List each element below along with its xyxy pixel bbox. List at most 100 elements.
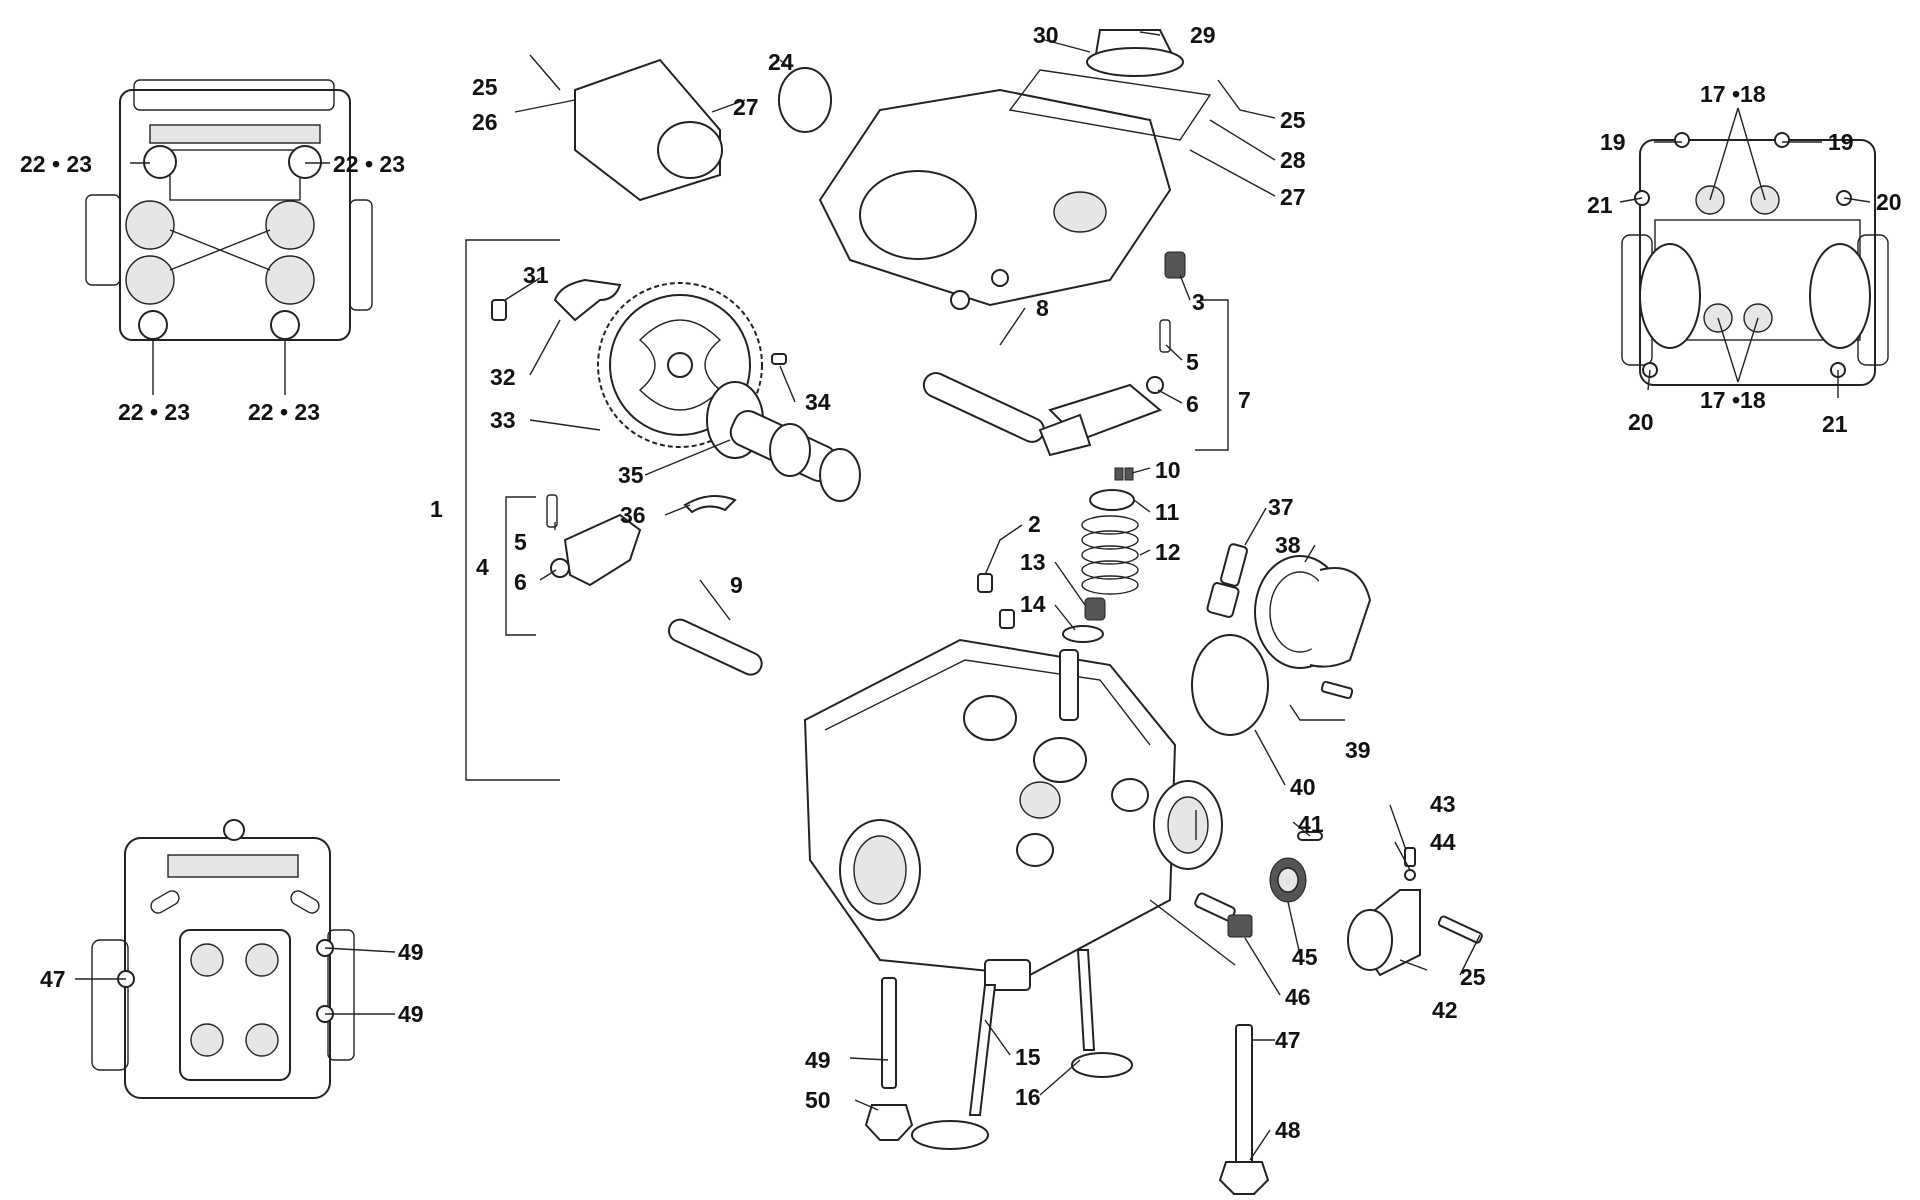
callout-25b: 25: [1280, 107, 1306, 133]
callout-28: 28: [1280, 147, 1306, 173]
sealing-washer: [1404, 869, 1416, 881]
callout-39: 39: [1345, 737, 1371, 763]
callout-45: 45: [1292, 944, 1318, 970]
tensioner-bolt: [1404, 847, 1416, 867]
callout-19b: 19: [1828, 129, 1854, 155]
callout-27a: 27: [733, 94, 759, 120]
callout-49c: 49: [805, 1047, 831, 1073]
callout-48: 48: [1275, 1117, 1301, 1143]
callout-21a: 21: [1587, 192, 1613, 218]
valve-guide: [1059, 649, 1079, 721]
callout-46: 46: [1285, 984, 1311, 1010]
callout-20a: 20: [1876, 189, 1902, 215]
intake-boot: [1254, 555, 1372, 669]
callout-37: 37: [1268, 494, 1294, 520]
rocker-shaft-intake: [667, 618, 763, 676]
temp-sender: [1194, 892, 1253, 938]
callout-6b: 6: [1186, 391, 1199, 417]
flange-nut-long: [1218, 1161, 1270, 1195]
callout-11: 11: [1155, 499, 1180, 525]
thermostat: [1269, 857, 1307, 903]
callout-14: 14: [1020, 591, 1046, 617]
callout-49b: 49: [398, 1001, 424, 1027]
valve-seal: [1084, 597, 1106, 621]
callout-15: 15: [1015, 1044, 1041, 1070]
callout-34: 34: [805, 389, 831, 415]
valve-spring: [1081, 515, 1139, 595]
callout-24: 24: [768, 49, 794, 75]
callout-9: 9: [730, 572, 743, 598]
callout-49a: 49: [398, 939, 424, 965]
dowel: [977, 573, 993, 593]
breather-cap: [1008, 29, 1212, 141]
dowel-2: [999, 609, 1015, 629]
callout-32: 32: [490, 364, 516, 390]
callout-47b: 47: [1275, 1027, 1301, 1053]
callout-26: 26: [472, 109, 498, 135]
cylinder-head: [803, 638, 1223, 991]
callout-50: 50: [805, 1087, 831, 1113]
timing-cover: [574, 58, 723, 202]
inset-head-bottom-view: [1621, 132, 1889, 386]
spark-plug: [1206, 543, 1248, 618]
callout-43: 43: [1430, 791, 1456, 817]
callout-17-18-bottom: 17 •18: [1700, 387, 1766, 413]
callout-40: 40: [1290, 774, 1316, 800]
callout-41: 41: [1298, 811, 1324, 837]
plug: [1164, 251, 1186, 279]
callout-1: 1: [430, 496, 443, 522]
callout-22-23-d: 22 • 23: [248, 399, 320, 425]
callout-13: 13: [1020, 549, 1046, 575]
callout-21b: 21: [1822, 411, 1848, 437]
callout-10: 10: [1155, 457, 1181, 483]
callout-42: 42: [1432, 997, 1458, 1023]
callout-22-23-c: 22 • 23: [118, 399, 190, 425]
o-ring: [1191, 634, 1269, 736]
locknut: [1146, 376, 1164, 394]
head-stud-long: [1235, 1024, 1253, 1166]
retainer-bracket: [553, 278, 622, 322]
tensioner-mount-bolt: [1437, 915, 1483, 944]
callout-7: 7: [1238, 387, 1251, 413]
inset-head-top-view: [85, 79, 373, 341]
callout-35: 35: [618, 462, 644, 488]
callout-25c: 25: [1460, 964, 1486, 990]
callout-30: 30: [1033, 22, 1059, 48]
callout-3: 3: [1192, 289, 1205, 315]
leader-lines: [75, 31, 1871, 1161]
rocker-arm-intake: [546, 494, 642, 587]
intake-valve: [911, 984, 997, 1150]
callout-44: 44: [1430, 829, 1456, 855]
group-bracket-4: [505, 496, 536, 636]
intake-screw: [1320, 680, 1354, 700]
callout-47a: 47: [40, 966, 66, 992]
valve-cover: [818, 88, 1172, 310]
callout-19a: 19: [1600, 129, 1626, 155]
valve-keepers: [1114, 467, 1134, 481]
valve-retainer: [1089, 489, 1135, 511]
chain-tensioner: [1347, 889, 1421, 977]
callout-5a: 5: [514, 529, 527, 555]
callout-38: 38: [1275, 532, 1301, 558]
callout-31: 31: [523, 262, 549, 288]
adjuster-screw: [1159, 319, 1171, 353]
callout-22-23-a: 22 • 23: [20, 151, 92, 177]
callout-16: 16: [1015, 1084, 1041, 1110]
bolt: [491, 299, 507, 321]
callout-27b: 27: [1280, 184, 1306, 210]
callout-36: 36: [620, 502, 646, 528]
exhaust-valve: [1071, 949, 1133, 1078]
callout-2: 2: [1028, 511, 1041, 537]
callout-5b: 5: [1186, 349, 1199, 375]
callout-20b: 20: [1628, 409, 1654, 435]
rocker-arm-exhaust: [922, 372, 1162, 457]
spring-seat: [1062, 625, 1104, 643]
head-stud-short: [881, 977, 897, 1089]
callout-8: 8: [1036, 295, 1049, 321]
callout-12: 12: [1155, 539, 1181, 565]
seal-ring: [778, 67, 832, 133]
dowel-pin: [771, 353, 787, 365]
camshaft: [706, 381, 861, 502]
callout-6a: 6: [514, 569, 527, 595]
